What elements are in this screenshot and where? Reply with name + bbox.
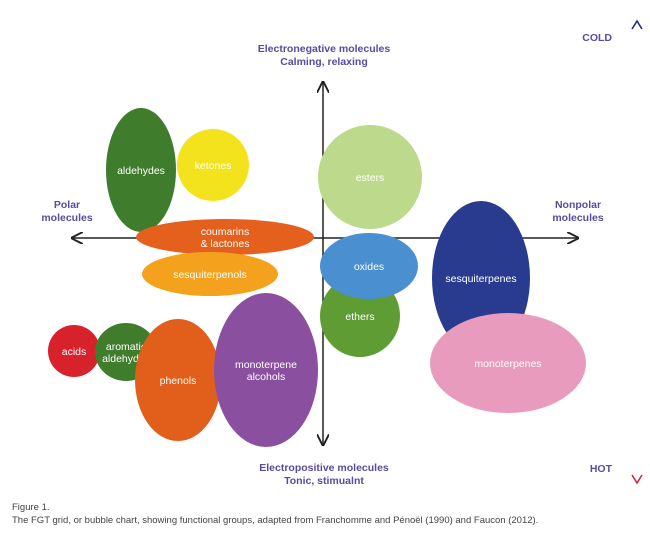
bubble-label-monoterpenes: monoterpenes xyxy=(474,358,541,370)
bubble-label-monoterpene-alcohols-1: monoterpene xyxy=(235,359,297,371)
bubble-label-monoterpene-alcohols-2: alcohols xyxy=(247,371,286,383)
fgt-bubble-chart: COLD HOT Electronegative molecules Calmi… xyxy=(41,19,643,487)
figure-caption-text: The FGT grid, or bubble chart, showing f… xyxy=(12,515,539,526)
scale-arrow-down-icon xyxy=(631,474,643,485)
bubble-esters xyxy=(318,125,422,229)
left-axis-label-1: Polar xyxy=(54,199,80,211)
right-axis-label-2: molecules xyxy=(552,212,604,224)
bubble-label-sesquiterpenes: sesquiterpenes xyxy=(445,273,516,285)
hot-label: HOT xyxy=(590,463,613,475)
bubble-group: aldehydes ketones coumarins& lactones sesqu… xyxy=(48,108,586,447)
bubble-label-ethers: ethers xyxy=(345,311,374,323)
bottom-axis-label-2: Tonic, stimualnt xyxy=(284,475,364,487)
left-axis-label-2: molecules xyxy=(41,212,93,224)
bubble-label-phenols: phenols xyxy=(160,375,197,387)
bubble-aldehydes xyxy=(106,108,176,232)
right-axis-label-1: Nonpolar xyxy=(555,199,601,211)
bubble-label-acids: acids xyxy=(62,346,87,358)
scale-arrow-up-icon xyxy=(631,19,643,30)
bubble-phenols xyxy=(135,319,221,441)
cold-label: COLD xyxy=(582,32,612,44)
top-axis-label-1: Electronegative molecules xyxy=(258,43,391,55)
bubble-label-sesquiterpenols: sesquiterpenols xyxy=(173,269,247,281)
bubble-monoterpene-alcohols xyxy=(214,293,318,447)
bubble-label-esters: esters xyxy=(356,172,385,184)
bubble-label-coumarins-lactones-1: coumarins xyxy=(201,226,249,238)
bubble-label-oxides: oxides xyxy=(354,261,384,273)
bubble-label-aromatic-aldehydes-1: aromatic xyxy=(106,341,146,353)
bubble-oxides xyxy=(320,233,418,299)
figure-caption-title: Figure 1. xyxy=(12,502,50,513)
bubble-label-coumarins-lactones-2: & lactones xyxy=(200,238,249,250)
bubble-ketones xyxy=(177,129,249,201)
bubble-label-ketones: ketones xyxy=(195,160,232,172)
bubble-label-aldehydes: aldehydes xyxy=(117,165,165,177)
bottom-axis-label-1: Electropositive molecules xyxy=(259,462,389,474)
bubble-sesquiterpenols xyxy=(142,252,278,296)
bubble-monoterpenes xyxy=(430,313,586,413)
bubble-acids xyxy=(48,325,100,377)
bubble-coumarins-lactones xyxy=(136,219,314,255)
top-axis-label-2: Calming, relaxing xyxy=(280,56,368,68)
